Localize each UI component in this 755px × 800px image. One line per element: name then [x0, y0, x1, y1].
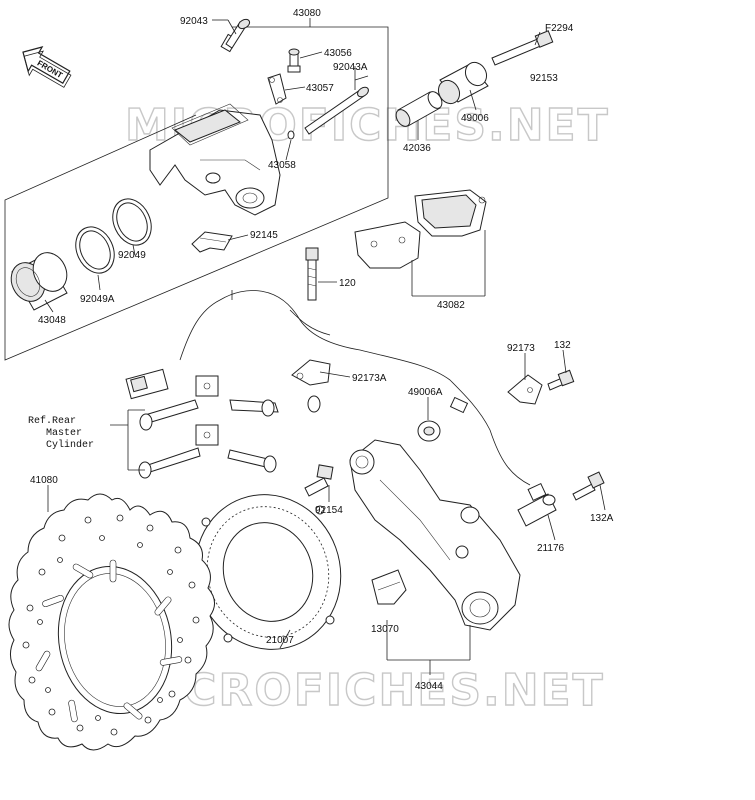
caliper-bracket-43044-part: [349, 439, 521, 631]
label-13070: 13070: [371, 624, 399, 635]
label-49006: 49006: [461, 113, 489, 124]
caliper-body-part: [149, 103, 281, 216]
bolt-92153-part: [491, 30, 554, 66]
label-43082: 43082: [437, 300, 465, 311]
reference-note-line2: Master: [46, 428, 82, 439]
sensor-wire-harness-part: [125, 290, 531, 486]
label-92145: 92145: [250, 230, 278, 241]
abs-sensor-21176-part: [517, 482, 557, 527]
label-41080: 41080: [30, 475, 58, 486]
bolt-92043-part: [220, 18, 251, 53]
label-132A: 132A: [590, 513, 614, 524]
piston-43048-part: [10, 252, 68, 311]
label-21176: 21176: [537, 543, 565, 554]
reference-note-line3: Cylinder: [46, 439, 94, 451]
seal-92049A-part: [75, 226, 115, 274]
front-direction-arrow-icon: FRONT: [22, 46, 72, 88]
label-F2294: F2294: [545, 23, 574, 34]
bushing-49006A-part: [417, 420, 441, 442]
label-43056: 43056: [324, 48, 352, 59]
bolt-120-part: [305, 247, 319, 301]
pin-92043A-part: [304, 86, 369, 135]
leader-lines: [44, 18, 606, 675]
seal-92049-part: [112, 198, 152, 246]
label-42036: 42036: [403, 143, 431, 154]
label-92173A: 92173A: [352, 373, 387, 384]
ring-43058-part: [287, 130, 295, 140]
pad-spring-43057-part: [267, 73, 287, 105]
label-43044: 43044: [415, 681, 443, 692]
label-43058: 43058: [268, 160, 296, 171]
label-92049: 92049: [118, 250, 146, 261]
watermark-bottom: MICROFICHES.NET: [120, 665, 605, 716]
brake-disc-41080-part: [8, 493, 215, 751]
label-132: 132: [554, 340, 571, 351]
bolt-132A-part: [572, 471, 605, 501]
bolt-132-part: [547, 369, 575, 391]
label-92173: 92173: [507, 343, 535, 354]
clamp-92173A-part: [291, 359, 331, 386]
label-43057: 43057: [306, 83, 334, 94]
bleeder-valve-43056-part: [287, 48, 301, 73]
label-92043A: 92043A: [333, 62, 368, 73]
label-92043: 92043: [180, 16, 208, 27]
label-92153: 92153: [530, 73, 558, 84]
clip-13070-part: [371, 569, 407, 605]
brake-pads-43082-part: [354, 189, 487, 269]
pad-spring-92145-part: [191, 231, 233, 253]
label-43048: 43048: [38, 315, 66, 326]
caliper-assembly-bracket: [4, 26, 389, 361]
boot-49006-part: [437, 61, 489, 105]
reference-note-line1: Ref.Rear: [28, 415, 76, 427]
abs-sensor-rotor-21007-part: [194, 494, 342, 650]
label-92049A: 92049A: [80, 294, 115, 305]
label-92154: 92154: [315, 505, 343, 516]
label-120: 120: [339, 278, 356, 289]
label-43080: 43080: [293, 8, 321, 19]
bolt-92154-part: [304, 464, 334, 497]
label-21007: 21007: [266, 635, 294, 646]
label-49006A: 49006A: [408, 387, 443, 398]
